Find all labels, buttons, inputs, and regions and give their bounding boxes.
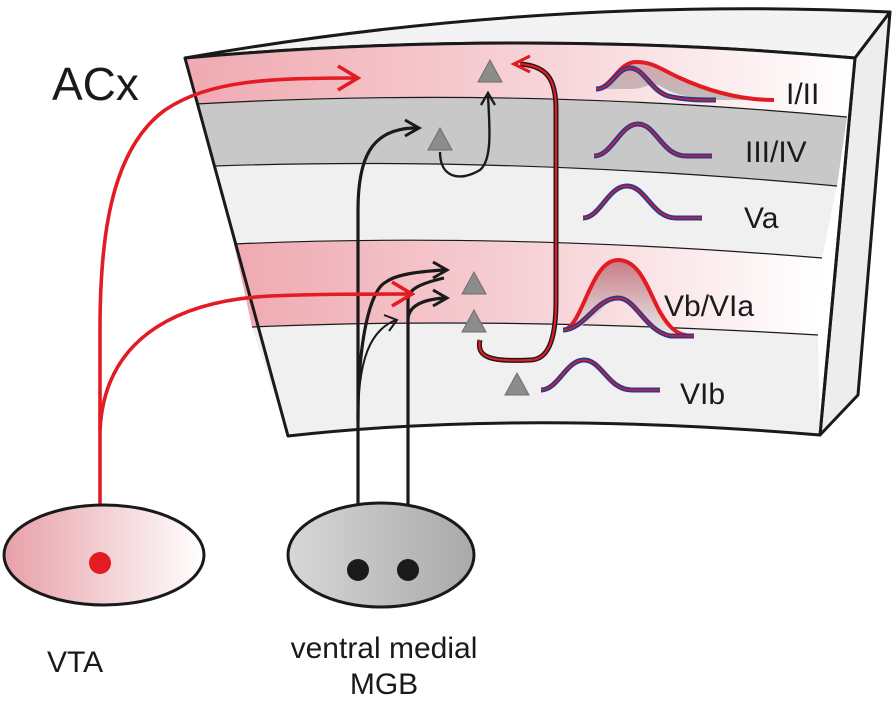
dot-icon (89, 552, 111, 574)
vta-axon-to-layer-vb-via (98, 292, 411, 431)
layer-label-va: Va (744, 202, 779, 235)
mgb-label-line1: ventral medial (291, 632, 478, 665)
layer-label-i-ii: I/II (786, 78, 819, 111)
triangle-neuron-icon (504, 371, 530, 396)
vta-label: VTA (47, 646, 103, 679)
layer-boundary (251, 322, 819, 336)
cortex-block (183, 7, 892, 438)
triangle-neuron-icon (461, 308, 487, 333)
layer-boundary (233, 239, 823, 259)
cortex-label: ACx (52, 58, 139, 110)
layer-label-iii-iv: III/IV (745, 136, 807, 169)
dot-icon (397, 559, 419, 581)
mgb-nucleus (286, 501, 476, 609)
layer-band-vb-via (234, 240, 822, 335)
cortex-front-outline (183, 41, 857, 438)
response-curve-vb-via (562, 257, 695, 339)
response-curve-iii-iv (593, 121, 712, 159)
response-curve-va (582, 183, 702, 221)
layer-band-vib (252, 322, 820, 436)
layer-boundary (214, 162, 838, 187)
triangle-neuron-icon (461, 270, 487, 295)
neurons (427, 58, 530, 396)
layer-label-vb-via: Vb/VIa (664, 290, 754, 323)
triangle-neuron-icon (477, 58, 503, 83)
dopamine-projections (98, 54, 559, 563)
layer-band-va (215, 163, 837, 258)
thalamic-projections (356, 90, 497, 570)
layer-band-iii-iv (196, 97, 847, 186)
vta-axon-to-layer-i-ii (98, 76, 357, 563)
mgb-label-line2: MGB (350, 668, 418, 700)
response-curve-vib (540, 357, 660, 393)
vta-nucleus (2, 503, 206, 607)
triangle-neuron-icon (427, 126, 453, 151)
dot-icon (347, 559, 369, 581)
layer-label-vib: VIb (680, 378, 725, 411)
layer-boundary (195, 96, 848, 118)
response-curve-i-ii (595, 59, 775, 103)
